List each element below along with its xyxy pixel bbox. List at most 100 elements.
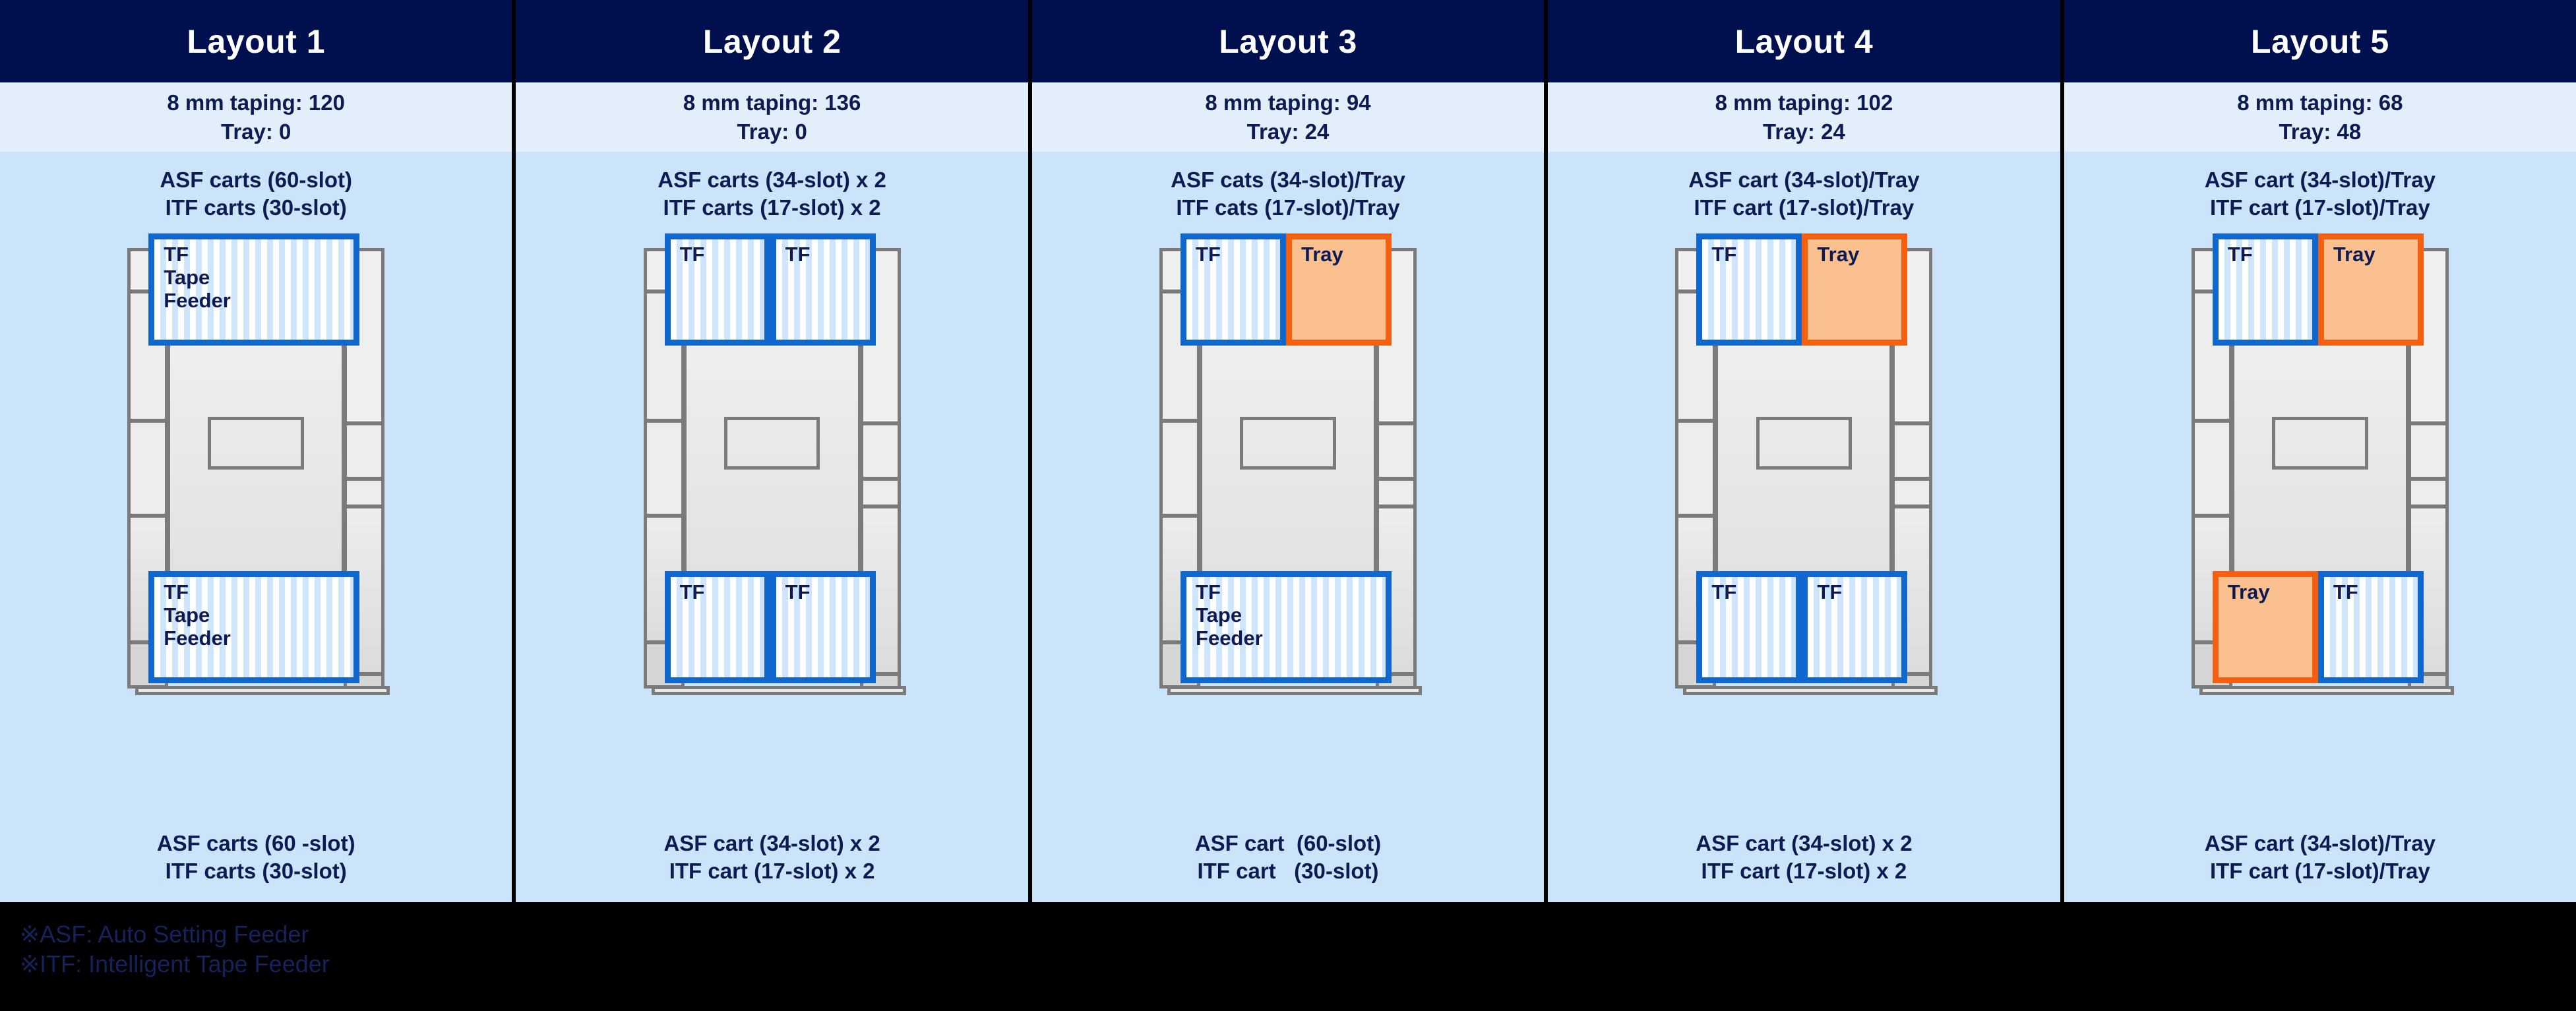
machine-diagram: TF Tray TF Tape Feeder bbox=[1159, 233, 1423, 696]
counts-band: 8 mm taping: 120 Tray: 0 bbox=[0, 82, 512, 152]
tape-feeder-unit-top-2: TF bbox=[770, 233, 876, 346]
caption-bottom: ASF cart (60-slot) ITF cart (30-slot) bbox=[1194, 830, 1382, 883]
caption-bottom: ASF carts (60 -slot) ITF carts (30-slot) bbox=[156, 830, 355, 883]
counts-band: 8 mm taping: 94 Tray: 24 bbox=[1031, 82, 1545, 152]
feeder-label: Tray bbox=[2333, 243, 2376, 266]
tray-unit-bottom-1: Tray bbox=[2212, 571, 2318, 684]
layout-column: Layout 2 8 mm taping: 136 Tray: 0 ASF ca… bbox=[516, 0, 1028, 902]
machine-window bbox=[1240, 417, 1336, 470]
caption-top: ASF carts (60-slot) ITF carts (30-slot) bbox=[160, 168, 352, 220]
footnote-1: ※ASF: Auto Setting Feeder bbox=[20, 921, 309, 948]
machine-part bbox=[1891, 477, 1933, 508]
layout-title-2: Layout 2 bbox=[516, 0, 1028, 82]
caption-bottom: ASF cart (34-slot)/Tray ITF cart (17-slo… bbox=[2204, 830, 2436, 883]
machine-part bbox=[1675, 419, 1717, 518]
layout-title-1: Layout 1 bbox=[0, 0, 512, 82]
counts-band: 8 mm taping: 136 Tray: 0 bbox=[516, 82, 1028, 152]
feeder-row-top: TF Tray bbox=[1181, 233, 1392, 346]
tray-unit-top-2: Tray bbox=[1286, 233, 1392, 346]
feeder-row-top: TF Tray bbox=[1696, 233, 1908, 346]
machine-part bbox=[859, 422, 901, 481]
footnote-2: ※ITF: Intelligent Tape Feeder bbox=[20, 950, 330, 977]
feeder-label: TF bbox=[679, 580, 705, 604]
feeder-row-bottom: TF Tape Feeder bbox=[148, 571, 360, 684]
feeder-label: TF bbox=[1196, 243, 1221, 266]
machine-foot bbox=[2199, 686, 2454, 696]
machine-window bbox=[2272, 417, 2368, 470]
caption-top: ASF cart (34-slot)/Tray ITF cart (17-slo… bbox=[2204, 168, 2436, 220]
layout-body: ASF carts (34-slot) x 2 ITF carts (17-sl… bbox=[516, 152, 1028, 902]
taping-count: 8 mm taping: 120 bbox=[167, 90, 345, 115]
feeder-label: TF bbox=[785, 243, 811, 266]
tape-feeder-unit-top-1: TF Tape Feeder bbox=[148, 233, 360, 346]
layout-column: Layout 4 8 mm taping: 102 Tray: 24 ASF c… bbox=[1548, 0, 2060, 902]
machine-diagram: TF Tray TF TF bbox=[1675, 233, 1938, 696]
layout-column: Layout 1 8 mm taping: 120 Tray: 0 ASF ca… bbox=[0, 0, 512, 902]
caption-top: ASF cart (34-slot)/Tray ITF cart (17-slo… bbox=[1688, 168, 1920, 220]
feeder-label: TF Tape Feeder bbox=[164, 243, 231, 312]
caption-top: ASF carts (34-slot) x 2 ITF carts (17-sl… bbox=[658, 168, 886, 220]
machine-part bbox=[1891, 422, 1933, 481]
layout-title-5: Layout 5 bbox=[2064, 0, 2576, 82]
taping-count: 8 mm taping: 94 bbox=[1205, 90, 1371, 115]
machine-window bbox=[723, 417, 820, 470]
machine-part bbox=[1376, 477, 1417, 508]
feeder-label: TF bbox=[785, 580, 811, 604]
layout-body: ASF cart (34-slot)/Tray ITF cart (17-slo… bbox=[2064, 152, 2576, 902]
machine-diagram: TF TF TF TF bbox=[643, 233, 906, 696]
taping-count: 8 mm taping: 136 bbox=[683, 90, 861, 115]
tape-feeder-unit-top-1: TF bbox=[2212, 233, 2318, 346]
tray-unit-top-2: Tray bbox=[1802, 233, 1908, 346]
feeder-label: TF Tape Feeder bbox=[1196, 580, 1263, 650]
machine-part bbox=[1376, 422, 1417, 481]
feeder-row-bottom: TF Tape Feeder bbox=[1181, 571, 1392, 684]
tray-count: Tray: 0 bbox=[737, 119, 807, 144]
caption-top: ASF cats (34-slot)/Tray ITF cats (17-slo… bbox=[1171, 168, 1405, 220]
machine-part bbox=[344, 477, 385, 508]
machine-foot bbox=[1167, 686, 1423, 696]
feeder-label: Tray bbox=[2227, 580, 2270, 604]
tape-feeder-unit-top-1: TF bbox=[1696, 233, 1802, 346]
feeder-label: TF bbox=[2227, 243, 2253, 266]
layout-title-3: Layout 3 bbox=[1031, 0, 1545, 82]
machine-part bbox=[127, 419, 169, 518]
tape-feeder-unit-bottom-1: TF Tape Feeder bbox=[148, 571, 360, 684]
machine-part bbox=[2191, 290, 2232, 423]
feeder-row-top: TF Tray bbox=[2212, 233, 2424, 346]
layout-columns-container: Layout 1 8 mm taping: 120 Tray: 0 ASF ca… bbox=[0, 0, 2576, 902]
feeder-row-top: TF Tape Feeder bbox=[148, 233, 360, 346]
tape-feeder-unit-bottom-1: TF bbox=[1696, 571, 1802, 684]
feeder-row-bottom: TF TF bbox=[1696, 571, 1908, 684]
machine-window bbox=[1756, 417, 1853, 470]
counts-band: 8 mm taping: 102 Tray: 24 bbox=[1548, 82, 2060, 152]
tray-count: Tray: 24 bbox=[1763, 119, 1845, 144]
tape-feeder-unit-bottom-2: TF bbox=[770, 571, 876, 684]
layout-body: ASF carts (60-slot) ITF carts (30-slot) bbox=[0, 152, 512, 902]
feeder-label: TF bbox=[1711, 580, 1737, 604]
tray-unit-top-2: Tray bbox=[2317, 233, 2424, 346]
machine-part bbox=[2407, 477, 2449, 508]
feeder-row-bottom: Tray TF bbox=[2212, 571, 2424, 684]
machine-part bbox=[643, 419, 685, 518]
tape-feeder-unit-bottom-1: TF Tape Feeder bbox=[1181, 571, 1392, 684]
taping-count: 8 mm taping: 68 bbox=[2237, 90, 2403, 115]
feeder-label: TF bbox=[1817, 580, 1843, 604]
machine-part bbox=[2407, 422, 2449, 481]
machine-diagram: TF Tape Feeder TF Tape Feeder bbox=[127, 233, 390, 696]
feeder-label: TF Tape Feeder bbox=[164, 580, 231, 650]
layout-column: Layout 5 8 mm taping: 68 Tray: 48 ASF ca… bbox=[2064, 0, 2576, 902]
feeder-label: Tray bbox=[1301, 243, 1343, 266]
feeder-row-bottom: TF TF bbox=[664, 571, 876, 684]
feeder-label: Tray bbox=[1817, 243, 1860, 266]
feeder-row-top: TF TF bbox=[664, 233, 876, 346]
feeder-label: TF bbox=[1711, 243, 1737, 266]
counts-band: 8 mm taping: 68 Tray: 48 bbox=[2064, 82, 2576, 152]
tape-feeder-unit-bottom-2: TF bbox=[2317, 571, 2424, 684]
tray-count: Tray: 0 bbox=[221, 119, 291, 144]
machine-part bbox=[2191, 419, 2232, 518]
tape-feeder-unit-top-1: TF bbox=[664, 233, 770, 346]
taping-count: 8 mm taping: 102 bbox=[1715, 90, 1893, 115]
tape-feeder-unit-bottom-1: TF bbox=[664, 571, 770, 684]
